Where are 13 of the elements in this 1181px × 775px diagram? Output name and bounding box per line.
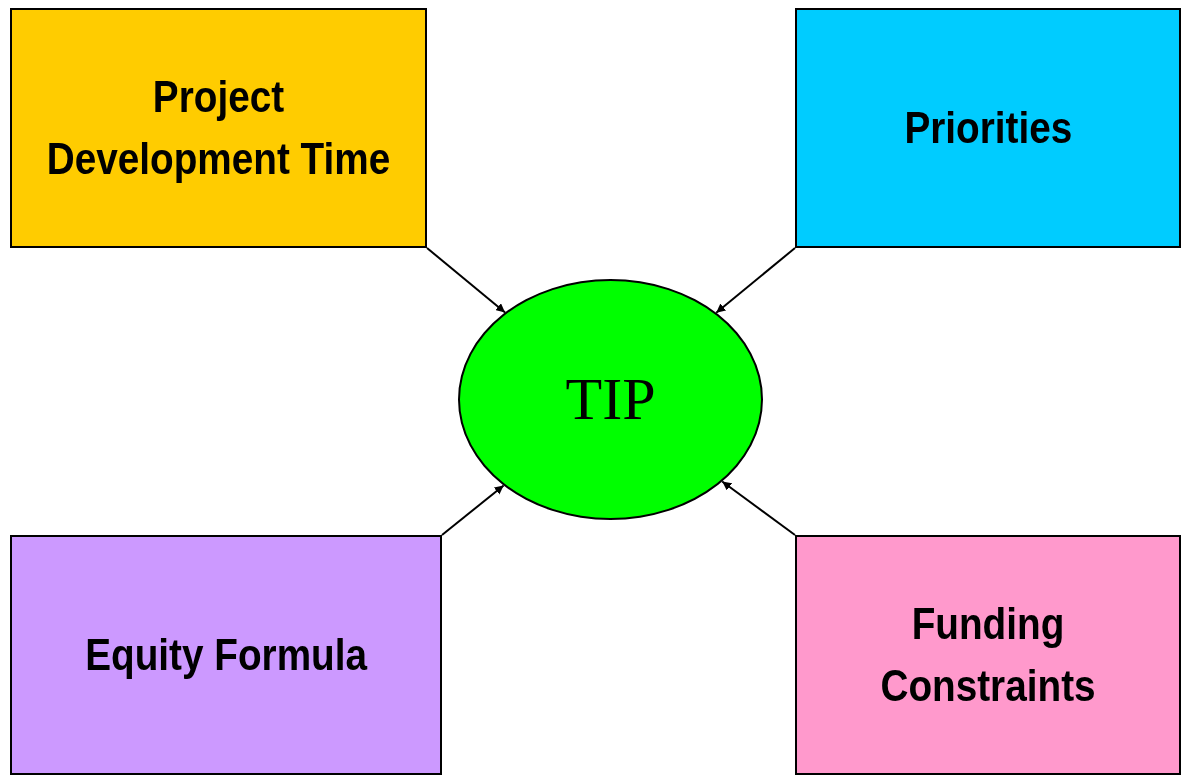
- node-label: Project Development Time: [45, 71, 392, 185]
- node-label: Funding Constraints: [879, 598, 1097, 712]
- arrow: [715, 247, 796, 314]
- topic-box: [10, 535, 442, 775]
- node-label: Priorities: [904, 102, 1072, 154]
- topic-box: [10, 8, 427, 248]
- arrow: [721, 480, 796, 536]
- node-label: Equity Formula: [85, 629, 367, 681]
- topic-box: [795, 535, 1181, 775]
- arrow: [426, 247, 507, 314]
- topic-box: [795, 8, 1181, 248]
- node-label: TIP: [565, 365, 656, 434]
- arrow: [441, 484, 505, 536]
